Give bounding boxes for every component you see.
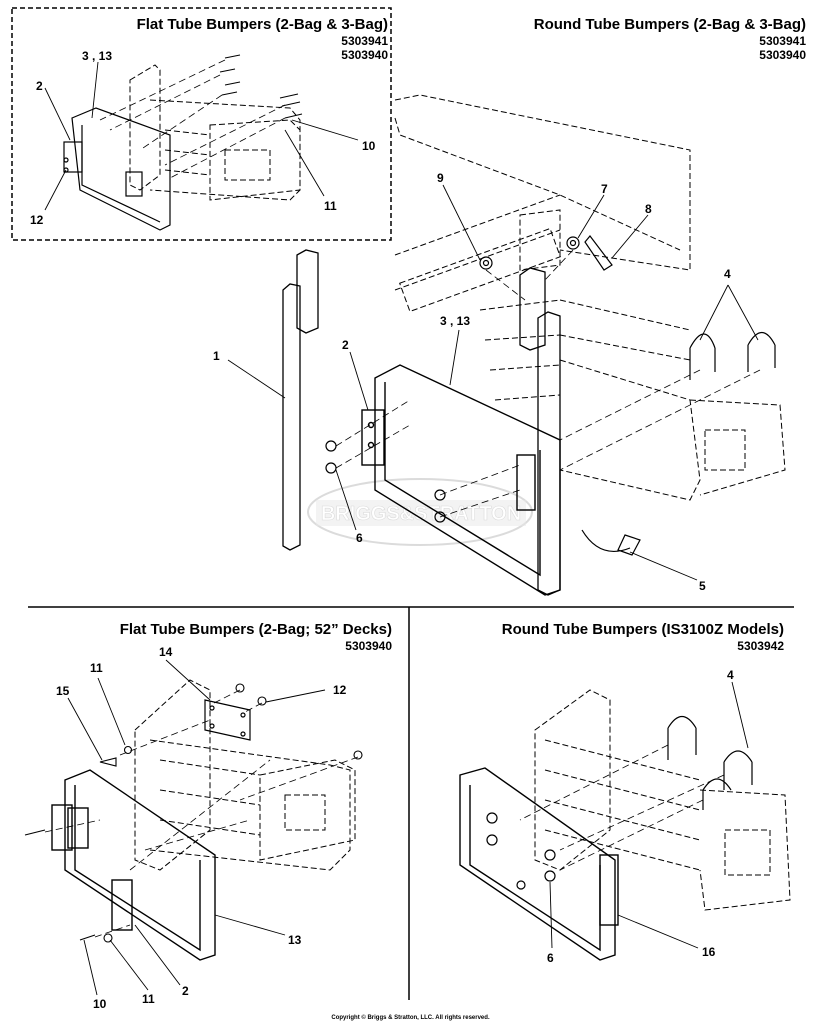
br-bumper-ghost [534, 689, 791, 911]
callout: 6 [547, 951, 554, 965]
callout: 8 [645, 202, 652, 216]
part-number: 5303940 [759, 48, 806, 62]
br-hardware [486, 715, 753, 890]
main-mount-bracket [361, 364, 561, 596]
part-number: 5303941 [759, 34, 806, 48]
panel-title-text: Flat Tube Bumpers (2-Bag; 52” Decks) [119, 621, 392, 638]
callout: 1 [213, 349, 220, 363]
panel-title-top-left: Flat Tube Bumpers (2-Bag & 3-Bag) 530394… [137, 17, 388, 61]
part-number: 5303940 [345, 639, 392, 653]
callout: 16 [702, 945, 716, 959]
callout: 11 [90, 661, 103, 675]
panel-title-bottom-right: Round Tube Bumpers (IS3100Z Models) 5303… [502, 622, 784, 652]
main-round-bumper-ghost [479, 299, 786, 501]
main-deck-frame-ghost [394, 94, 691, 313]
bl-mount-bracket [51, 769, 216, 961]
panel-title-text: Round Tube Bumpers (IS3100Z Models) [501, 621, 784, 638]
callout: 11 [324, 199, 337, 213]
panel-title-bottom-left: Flat Tube Bumpers (2-Bag; 52” Decks) 530… [120, 622, 392, 652]
br-mount-bracket [459, 767, 619, 961]
panel-title-text: Round Tube Bumpers (2-Bag & 3-Bag) [533, 16, 806, 33]
bl-hardware [24, 683, 363, 943]
callout: 10 [362, 139, 376, 153]
callout: 12 [333, 683, 347, 697]
part-number: 5303941 [341, 34, 388, 48]
watermark-text: BRIGGS&STRATTON [321, 503, 521, 525]
tl-bolts [219, 54, 303, 119]
bl-plate-14 [204, 699, 251, 741]
br-dashed-leaders [519, 744, 725, 871]
callout: 14 [159, 645, 173, 659]
callout: 2 [182, 984, 189, 998]
callout: 13 [288, 933, 302, 947]
callout: 4 [724, 267, 731, 281]
tl-mount-bracket [63, 107, 171, 231]
callout: 5 [699, 579, 706, 593]
bl-callout-leaders [67, 659, 326, 996]
inset-frame-top-left [11, 7, 392, 241]
tl-callout-leaders [44, 61, 359, 211]
callout: 2 [36, 79, 43, 93]
callout: 6 [356, 531, 363, 545]
callout: 15 [56, 684, 70, 698]
callout: 4 [727, 668, 734, 682]
callout: 3 , 13 [82, 49, 113, 63]
br-callout-leaders [549, 681, 749, 949]
main-callout-leaders [227, 184, 759, 581]
part-number: 5303940 [341, 48, 388, 62]
bl-dashed-leaders [44, 689, 359, 938]
callout: 3 , 13 [440, 314, 471, 328]
callout: 10 [93, 997, 107, 1011]
callout: 7 [601, 182, 608, 196]
panel-title-text: Flat Tube Bumpers (2-Bag & 3-Bag) [136, 16, 388, 33]
tl-bumper-ghost [129, 64, 301, 201]
callout: 9 [437, 171, 444, 185]
bl-bumper-ghost [134, 679, 356, 871]
watermark-logo: BRIGGS&STRATTON [307, 478, 533, 546]
callout: 11 [142, 992, 155, 1006]
tube-part-1 [282, 249, 319, 551]
part-number: 5303942 [737, 639, 784, 653]
panel-title-top-right: Round Tube Bumpers (2-Bag & 3-Bag) 53039… [534, 17, 806, 61]
tl-dashed-leaders [99, 59, 286, 179]
main-dashed-leaders [335, 249, 761, 518]
copyright-notice: Copyright © Briggs & Stratton, LLC. All … [331, 1015, 490, 1021]
callout: 2 [342, 338, 349, 352]
callout: 12 [30, 213, 44, 227]
